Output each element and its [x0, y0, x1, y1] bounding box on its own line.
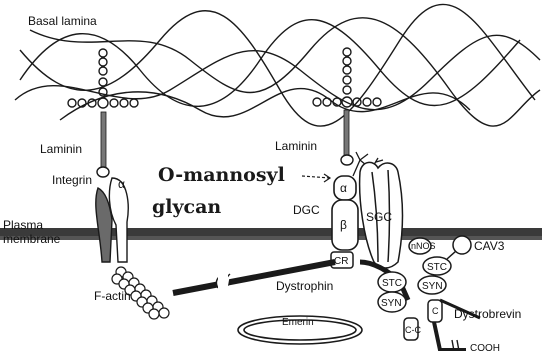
label-o-mannosyl: O-mannosyl [158, 164, 285, 186]
label-beta-dg: β [340, 218, 347, 232]
label-cc-1: C-C [405, 325, 421, 335]
label-f-actin: F-actin [94, 289, 131, 303]
label-nnos: nNOS [411, 241, 436, 251]
label-syn-1: SYN [381, 298, 402, 309]
label-basal-lamina: Basal lamina [28, 14, 97, 28]
label-laminin-left: Laminin [40, 142, 82, 156]
label-stc-1: STC [382, 278, 402, 289]
label-sgc: SGC [366, 210, 392, 224]
label-dystrophin: Dystrophin [276, 279, 333, 293]
label-emerin: Emerin [282, 317, 314, 328]
label-cav3: CAV3 [474, 239, 505, 253]
label-syn-2: SYN [422, 281, 443, 292]
label-dgc: DGC [293, 203, 320, 217]
laminin-left-glyph [68, 49, 138, 177]
label-stc-2: STC [427, 262, 447, 273]
label-membrane: membrane [3, 232, 61, 246]
label-cr: CR [334, 256, 348, 267]
o-mannosyl-arrow [302, 174, 330, 182]
laminin-right-glyph [313, 48, 381, 165]
label-alpha-integrin: α [118, 177, 125, 191]
label-laminin-right: Laminin [275, 139, 317, 153]
label-glycan: glycan [152, 196, 221, 218]
label-cooh: COOH [470, 343, 500, 351]
label-cc-2: C [432, 306, 439, 316]
label-integrin: Integrin [52, 173, 92, 187]
label-plasma: Plasma [3, 218, 43, 232]
label-dystrobrevin: Dystrobrevin [454, 307, 521, 321]
label-alpha-dg: α [340, 181, 347, 195]
